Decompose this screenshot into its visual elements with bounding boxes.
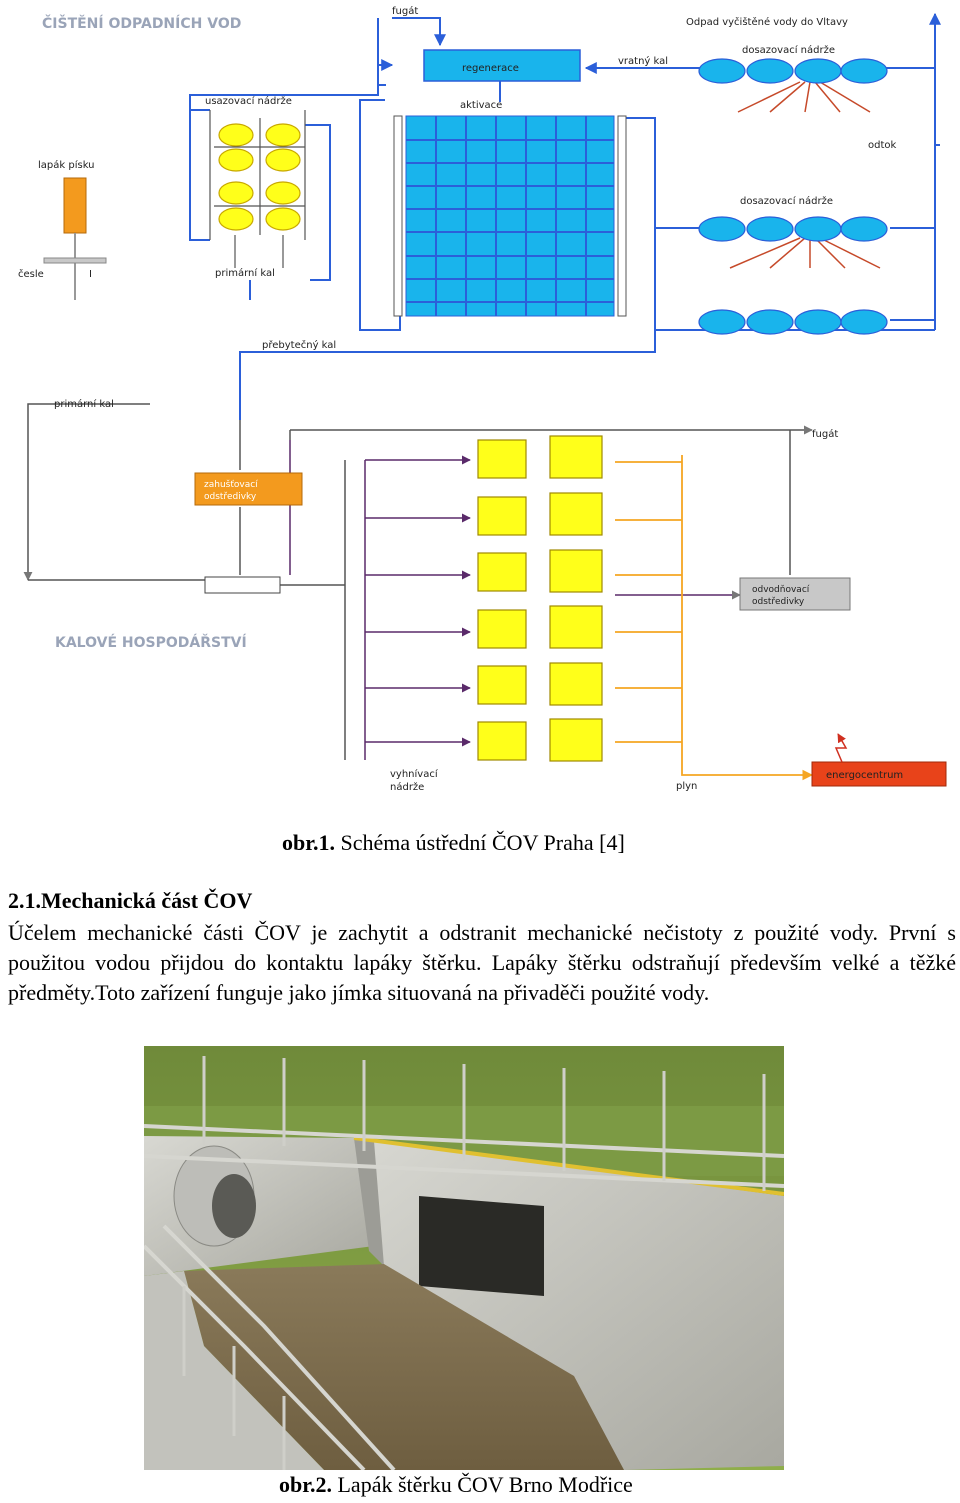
label-vratny-kal: vratný kal: [618, 55, 668, 67]
label-zahustovaci-2: odstředivky: [204, 492, 257, 502]
figure-1-caption: obr.1. Schéma ústřední ČOV Praha [4]: [282, 830, 625, 856]
label-lapak: lapák písku: [38, 159, 95, 171]
label-energocentrum: energocentrum: [826, 770, 903, 781]
aktivace-tank-grid: [394, 116, 626, 316]
cesle-mark: I: [89, 269, 92, 280]
lightning-icon: [836, 734, 846, 762]
label-aktivace: aktivace: [460, 100, 502, 111]
treatment-plant-diagram: ČIŠTĚNÍ ODPADNÍCH VOD KALOVÉ HOSPODÁŘSTV…: [0, 0, 960, 815]
diagram-title-bottom: KALOVÉ HOSPODÁŘSTVÍ: [55, 634, 247, 651]
label-zahustovaci-1: zahušťovací: [204, 479, 258, 490]
label-odvodnovaci-1: odvodňovací: [752, 584, 810, 595]
label-fugat-top: fugát: [392, 5, 418, 17]
label-dosazovaci-1: dosazovací nádrže: [742, 44, 835, 56]
label-fugat-bottom: fugát: [812, 428, 838, 440]
label-usazovaci: usazovací nádrže: [205, 95, 292, 107]
label-plyn: plyn: [676, 781, 697, 792]
label-vyhnivaci-2: nádrže: [390, 781, 424, 793]
body-paragraph: Účelem mechanické části ČOV je zachytit …: [8, 918, 956, 1008]
mixing-box: [205, 577, 280, 593]
gravel-trap-photo: [144, 1046, 784, 1470]
figure-1-label: obr.1.: [282, 830, 335, 855]
lapak-pisku-box: [64, 178, 86, 233]
figure-2-label: obr.2.: [279, 1472, 332, 1497]
figure-2-caption-text: Lapák štěrku ČOV Brno Modřice: [332, 1472, 633, 1497]
label-dosazovaci-2: dosazovací nádrže: [740, 195, 833, 207]
label-odvodnovaci-2: odstředivky: [752, 597, 805, 607]
label-primarni-kal-1: primární kal: [215, 267, 275, 279]
vyhnivaci-tanks: [478, 436, 602, 761]
label-cesle: česle: [18, 268, 44, 280]
label-prebytecny: přebytečný kal: [262, 339, 336, 351]
section-heading: 2.1.Mechanická část ČOV: [8, 888, 252, 914]
diagram-title-top: ČIŠTĚNÍ ODPADNÍCH VOD: [42, 14, 241, 32]
label-odtok: odtok: [868, 140, 897, 151]
label-regenerace: regenerace: [462, 63, 519, 74]
body-text: Účelem mechanické části ČOV je zachytit …: [8, 918, 956, 1008]
label-vyhnivaci-1: vyhnívací: [390, 768, 439, 780]
figure-2-caption: obr.2. Lapák štěrku ČOV Brno Modřice: [279, 1472, 633, 1498]
figure-1-caption-text: Schéma ústřední ČOV Praha [4]: [335, 830, 625, 855]
label-odpad: Odpad vyčištěné vody do Vltavy: [686, 16, 848, 28]
label-primarni-kal-2: primární kal: [54, 398, 114, 410]
